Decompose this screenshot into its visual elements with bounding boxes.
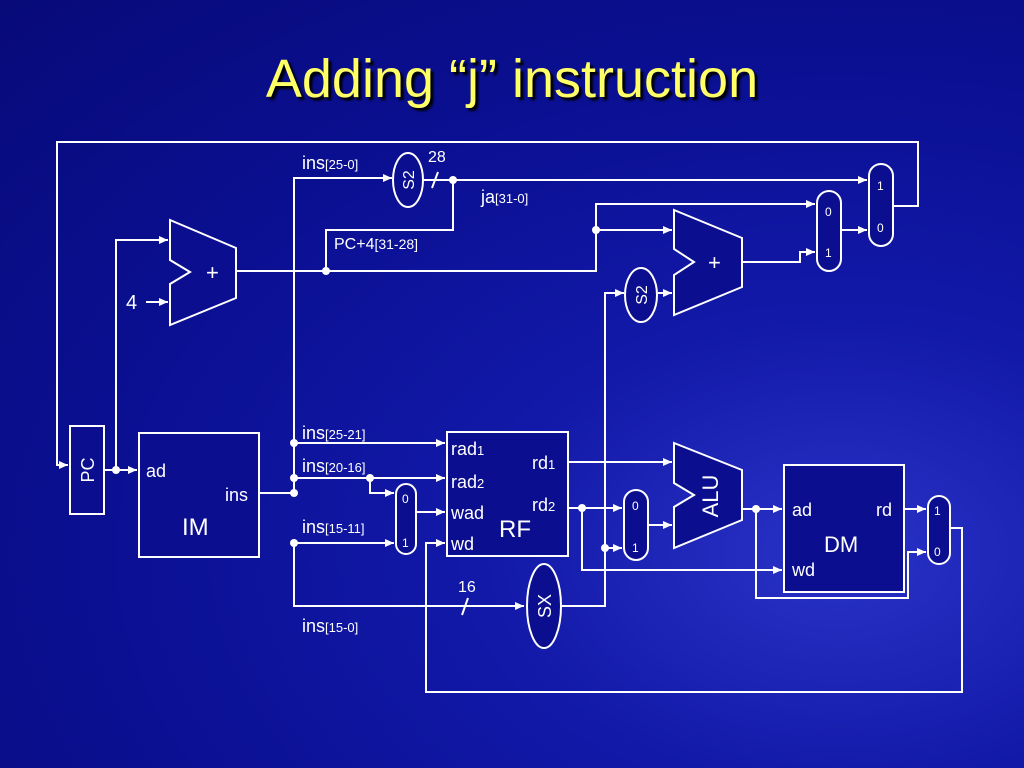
junction xyxy=(290,474,298,482)
junction xyxy=(578,504,586,512)
shift-left-2-branch xyxy=(624,267,658,323)
dm-ad-label: ad xyxy=(792,500,812,520)
label-ins-25-21: ins[25-21] xyxy=(302,423,366,443)
junction xyxy=(290,539,298,547)
jump-mux-in0: 0 xyxy=(877,221,884,235)
regdst-mux-in1: 1 xyxy=(402,536,409,550)
bus-slash-16 xyxy=(461,597,469,616)
junction xyxy=(112,466,120,474)
regdst-mux xyxy=(395,483,417,555)
data-memory xyxy=(783,464,905,593)
constant-four: 4 xyxy=(126,292,137,314)
label-width-16: 16 xyxy=(458,579,476,596)
wires xyxy=(56,141,963,693)
wire-pc4-bits xyxy=(325,180,454,271)
branch-adder-plus: + xyxy=(708,250,721,275)
im-name: IM xyxy=(182,514,209,541)
junction xyxy=(592,226,600,234)
junction xyxy=(449,176,457,184)
branch-mux-in0: 0 xyxy=(825,205,832,219)
branch-mux-in1: 1 xyxy=(825,246,832,260)
rf-name: RF xyxy=(499,516,531,543)
instruction-memory xyxy=(138,432,260,558)
branch-adder xyxy=(673,208,743,317)
memtoreg-mux xyxy=(927,495,951,565)
label-ins-15-11: ins[15-11] xyxy=(302,517,365,537)
junctions xyxy=(112,176,760,552)
sign-extend xyxy=(526,563,562,649)
register-file xyxy=(446,431,569,557)
wire-alu-bypass xyxy=(755,509,926,599)
jump-mux xyxy=(868,163,894,247)
branch-mux xyxy=(816,190,842,272)
wire-rd2-dm xyxy=(581,508,782,574)
label-ins-20-16: ins[20-16] xyxy=(302,456,366,476)
label-width-28: 28 xyxy=(428,149,446,166)
sx-label: SX xyxy=(535,594,555,618)
wire-ins-15-0 xyxy=(293,543,524,610)
shift-left-2-jump xyxy=(392,152,424,208)
pc-adder-plus: + xyxy=(206,260,219,285)
label-ins-15-0: ins[15-0] xyxy=(302,616,358,636)
label-ins-25-0: ins[25-0] xyxy=(302,153,358,173)
memtoreg-mux-in1: 1 xyxy=(934,504,941,518)
pc-label: PC xyxy=(78,457,98,482)
bus-slash-28 xyxy=(431,171,439,189)
junction xyxy=(290,439,298,447)
wire-adder2-to-mux xyxy=(742,248,815,263)
s2-jump-label: S2 xyxy=(401,170,418,190)
memtoreg-mux-in0: 0 xyxy=(934,545,941,559)
im-ad-label: ad xyxy=(146,461,166,481)
rf-rd2-label: rd2 xyxy=(532,495,555,515)
im-ins-label: ins xyxy=(225,485,248,505)
rf-rad1-label: rad1 xyxy=(451,439,484,459)
alu xyxy=(673,441,743,550)
alusrc-mux-in1: 1 xyxy=(632,541,639,555)
label-ja: ja[31-0] xyxy=(480,187,528,207)
rf-wd-label: wd xyxy=(450,534,474,554)
wire-writeback xyxy=(425,527,963,693)
rf-rad2-label: rad2 xyxy=(451,472,484,492)
junction xyxy=(290,489,298,497)
regdst-mux-in0: 0 xyxy=(402,492,409,506)
junction xyxy=(322,267,330,275)
dm-wd-label: wd xyxy=(791,560,815,580)
pc-adder xyxy=(169,218,237,327)
junction xyxy=(366,474,374,482)
wire-pc4 xyxy=(236,200,815,272)
wire-pc-to-adder xyxy=(115,236,168,470)
dm-rd-label: rd xyxy=(876,500,892,520)
alusrc-mux-in0: 0 xyxy=(632,499,639,513)
junction xyxy=(752,505,760,513)
wire-ins-25-0 xyxy=(293,174,392,493)
dm-name: DM xyxy=(824,532,858,557)
jump-mux-in1: 1 xyxy=(877,179,884,193)
s2-branch-label: S2 xyxy=(634,285,651,305)
wire-branch-s2 xyxy=(604,289,624,606)
wire-ins-20-16-mux xyxy=(369,478,394,497)
slide-title: Adding “j” instruction xyxy=(265,49,759,109)
alusrc-mux xyxy=(623,489,649,561)
wire-jump-to-pc xyxy=(56,141,919,469)
wire-sx-out xyxy=(560,544,622,607)
pc-register xyxy=(69,425,105,515)
junction xyxy=(601,544,609,552)
alu-label: ALU xyxy=(698,475,723,518)
rf-wad-label: wad xyxy=(450,503,484,523)
label-pc4-bits: PC+4[31-28] xyxy=(334,236,418,253)
rf-rd1-label: rd1 xyxy=(532,453,555,473)
